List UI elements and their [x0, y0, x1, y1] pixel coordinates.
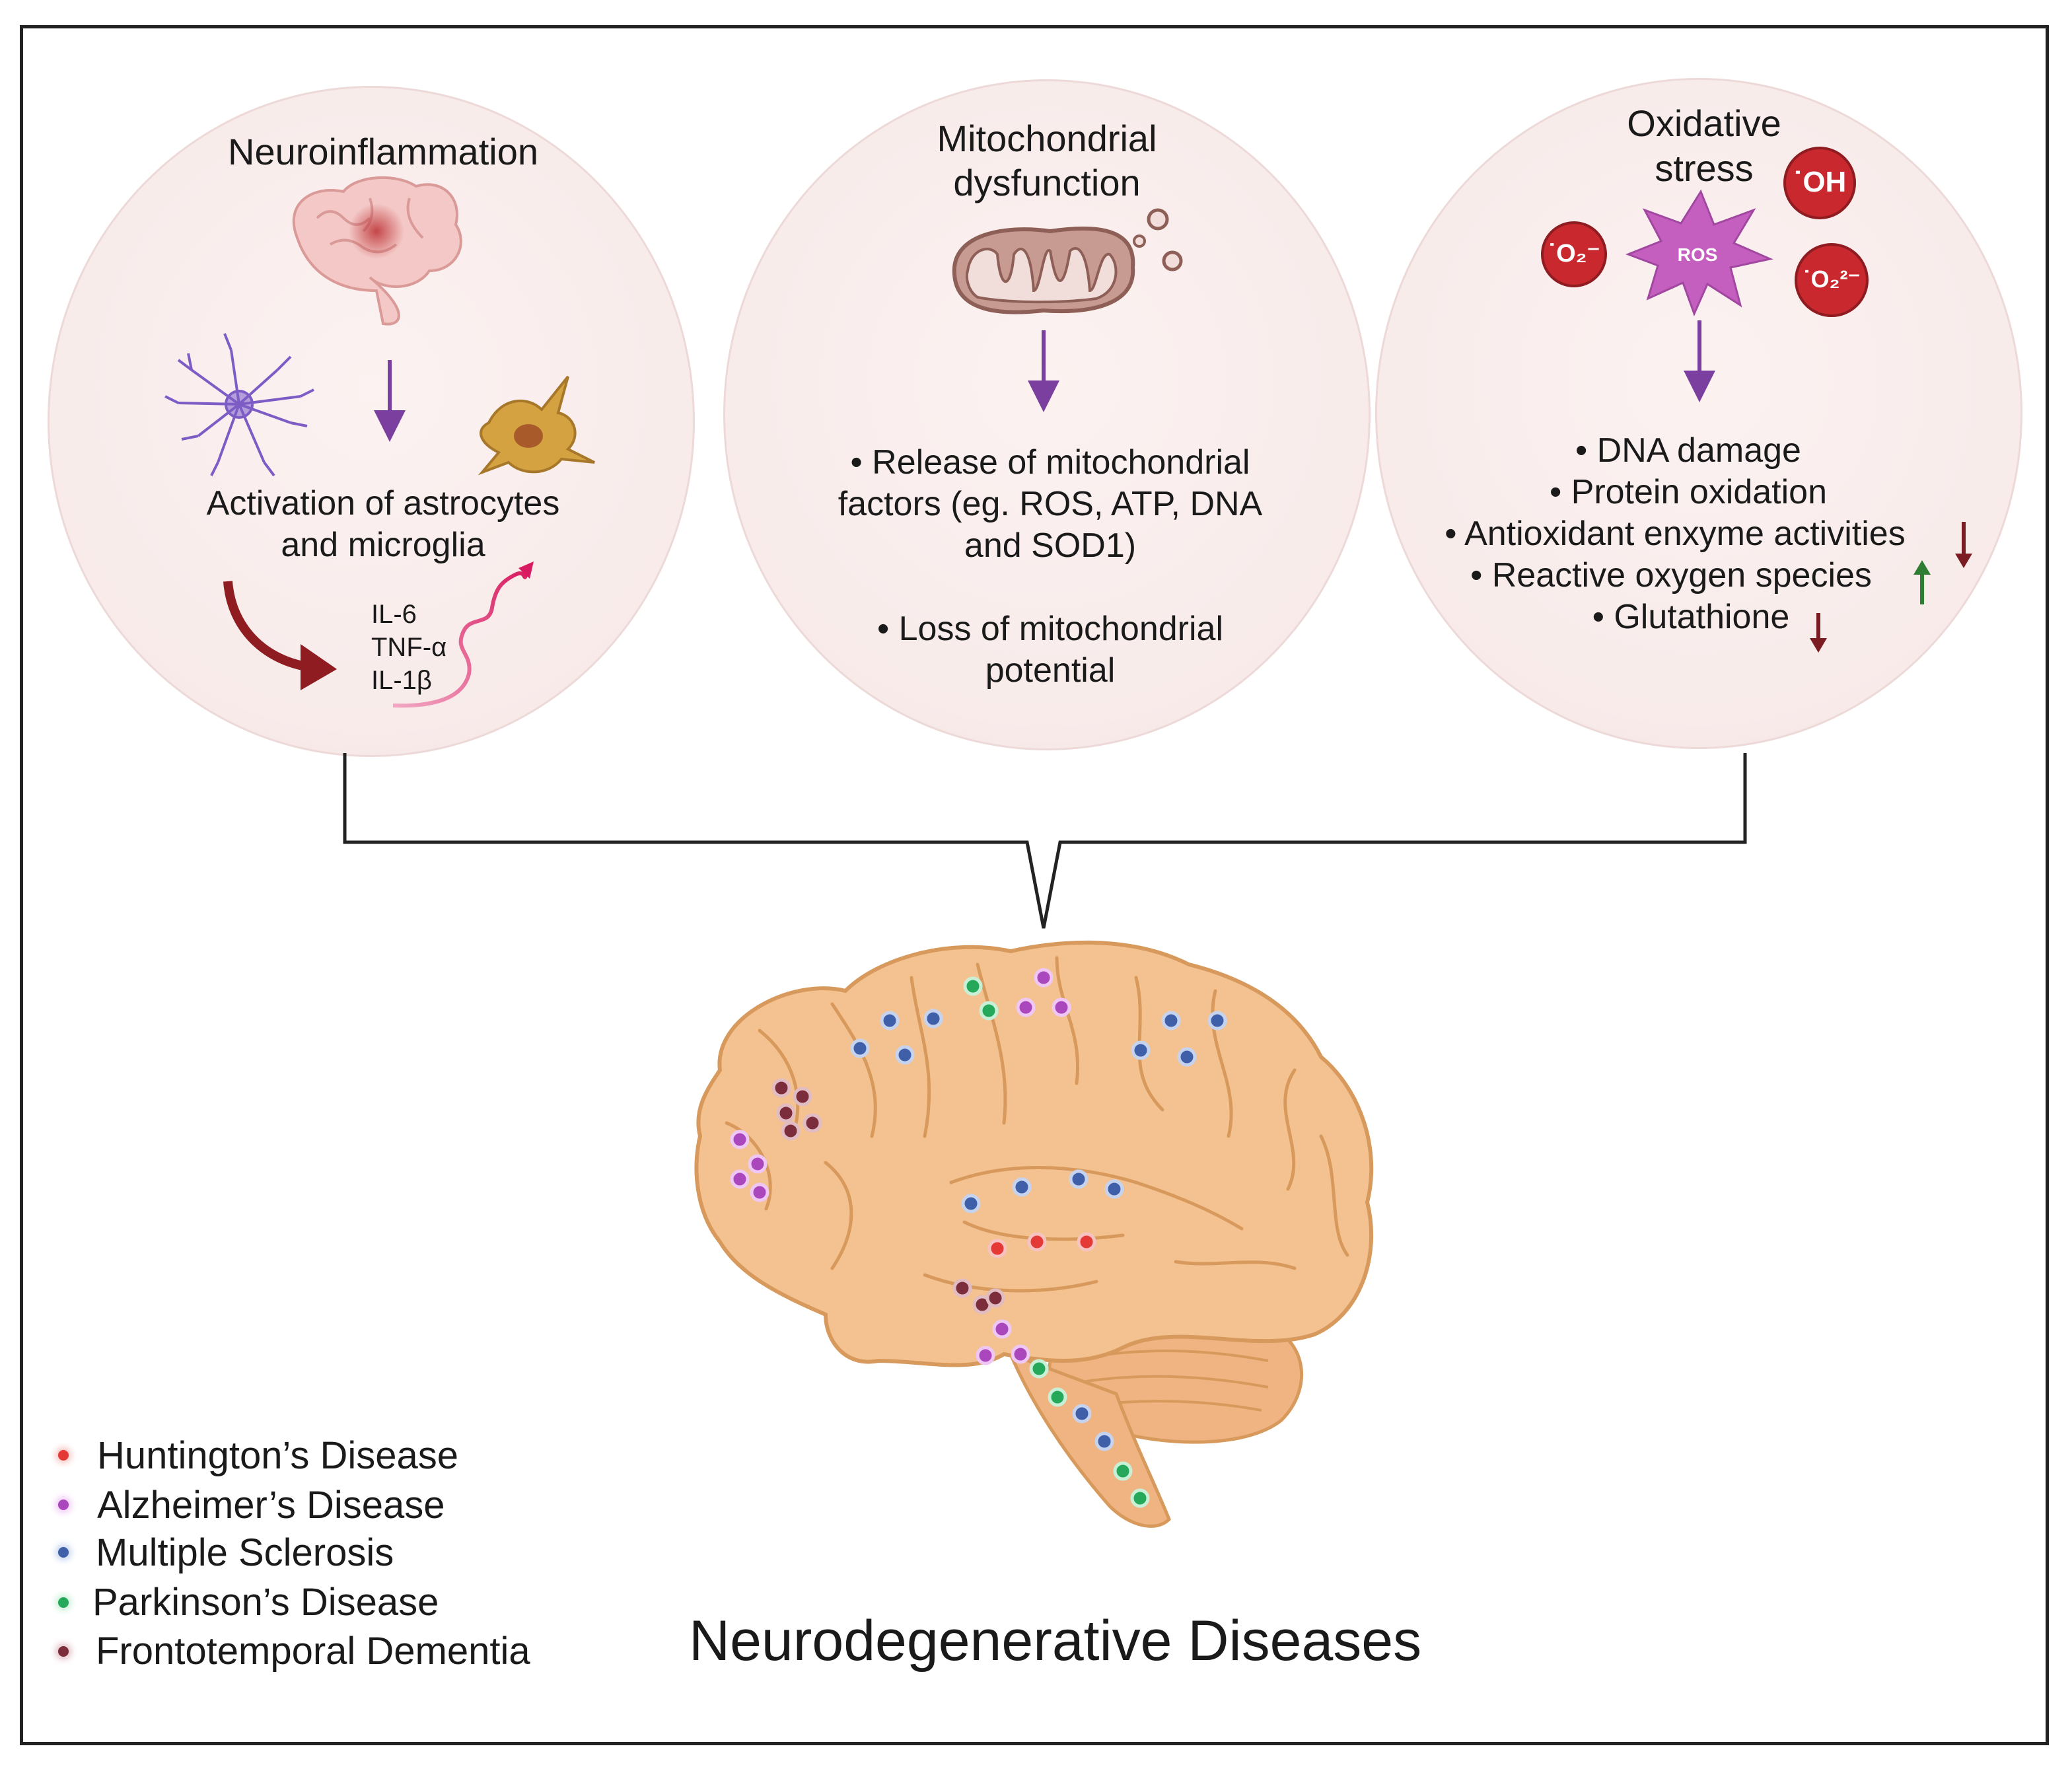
- mitochondrial-title-1: Mitochondrial: [937, 118, 1157, 159]
- ros-star-icon: [1625, 189, 1773, 317]
- oxidative-title-1: Oxidative: [1627, 102, 1781, 144]
- mitochondrial-text-5: potential: [985, 651, 1116, 690]
- radical-oh: ˙OH: [1783, 147, 1856, 219]
- astrocyte-icon: [164, 333, 314, 477]
- mitochondrial-text-3: and SOD1): [964, 526, 1137, 565]
- legend-dot-huntington: [58, 1450, 69, 1461]
- neuroinflammation-text-1: Activation of astrocytes: [206, 484, 560, 523]
- trend-arrows: [1810, 522, 1972, 653]
- curved-red-arrow: [223, 581, 337, 690]
- oxidative-item-4: • Reactive oxygen species: [1470, 556, 1872, 595]
- cytokine-wave-arrow: [392, 561, 534, 708]
- disease-markers: [730, 968, 1227, 1508]
- oxidative-title-2: stress: [1655, 147, 1754, 189]
- radical-peroxide: ˙O₂²⁻: [1795, 243, 1869, 317]
- legend-label-frontotemporal: Frontotemporal Dementia: [96, 1630, 530, 1673]
- legend-dot-frontotemporal: [58, 1646, 69, 1657]
- mitochondrial-text-1: • Release of mitochondrial: [850, 443, 1250, 482]
- mitochondrial-text-2: factors (eg. ROS, ATP, DNA: [838, 485, 1263, 523]
- radical-oh-label: ˙OH: [1793, 166, 1847, 198]
- main-title: Neurodegenerative Diseases: [689, 1609, 1422, 1673]
- mitochondrial-text-4: • Loss of mitochondrial: [876, 610, 1223, 648]
- cytokine-il1b: IL-1β: [371, 666, 432, 695]
- mitochondrial-title-2: dysfunction: [953, 162, 1141, 203]
- panel-oxidative: [1375, 78, 2022, 749]
- legend-dot-multiple-sclerosis: [58, 1547, 69, 1558]
- neuroinflammation-text-2: and microglia: [281, 526, 485, 564]
- panel-mitochondrial: [723, 79, 1371, 750]
- neuroinflammation-title: Neuroinflammation: [228, 131, 538, 172]
- radical-superoxide-label: ˙O₂⁻: [1548, 240, 1600, 268]
- mitochondrion-icon: [952, 208, 1183, 314]
- oxidative-item-1: • DNA damage: [1575, 431, 1801, 470]
- radical-superoxide: ˙O₂⁻: [1541, 221, 1607, 287]
- figure-frame: [20, 25, 2049, 1745]
- microglia-icon: [478, 375, 595, 476]
- legend-label-huntington: Huntington’s Disease: [97, 1434, 459, 1477]
- cytokine-tnf: TNF-α: [371, 633, 447, 662]
- oxidative-item-2: • Protein oxidation: [1549, 473, 1827, 511]
- oxidative-item-5: • Glutathione: [1592, 598, 1790, 636]
- legend-dot-alzheimer: [58, 1500, 69, 1510]
- oxidative-item-3: • Antioxidant enxyme activities: [1445, 515, 1906, 553]
- radical-peroxide-label: ˙O₂²⁻: [1803, 266, 1861, 293]
- legend-label-parkinson: Parkinson’s Disease: [92, 1581, 439, 1624]
- cytokine-il6: IL-6: [371, 600, 417, 629]
- ros-label: ROS: [1677, 244, 1718, 265]
- legend-label-multiple-sclerosis: Multiple Sclerosis: [96, 1531, 394, 1574]
- connector-bracket: [343, 753, 1747, 929]
- legend-label-alzheimer: Alzheimer’s Disease: [97, 1484, 445, 1527]
- legend-dot-parkinson: [58, 1597, 69, 1608]
- small-brain-icon: [292, 176, 462, 326]
